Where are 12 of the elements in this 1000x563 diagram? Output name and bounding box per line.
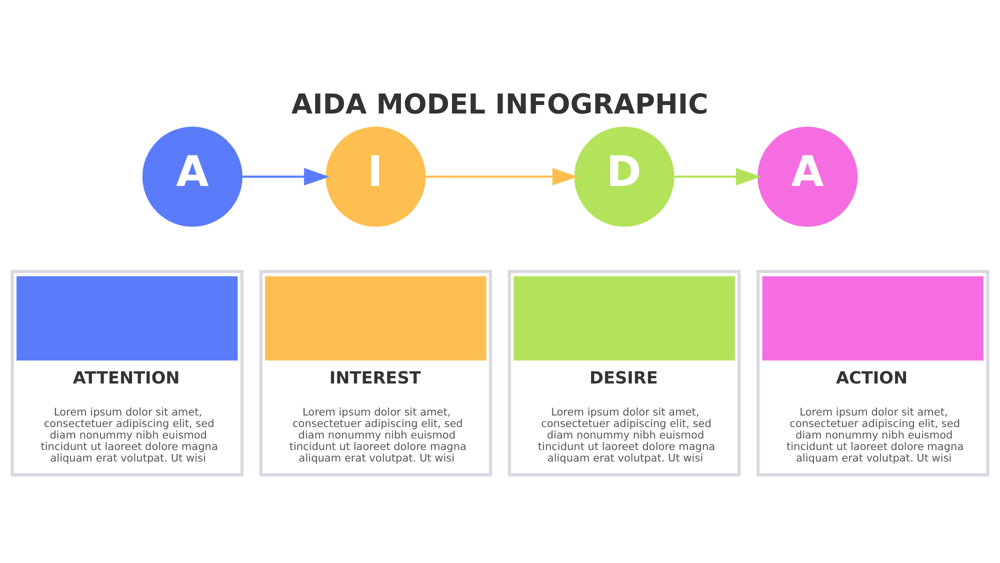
- node-box: ATTENTION Lorem ipsum dolor sit amet, consectetuer adipiscing elit, sed diam nonummy nibh euismod tincidunt ut laoreet dolore magna aliquam erat volutpat. Ut wisi: [10, 270, 244, 476]
- node-circle: D: [574, 126, 674, 227]
- arrow: [674, 168, 762, 186]
- arrow: [242, 168, 330, 186]
- node-circle: A: [758, 126, 858, 227]
- node-box: INTEREST Lorem ipsum dolor sit amet, consectetuer adipiscing elit, sed diam nonummy nibh euismod tincidunt ut laoreet dolore magna aliquam erat volutpat. Ut wisi: [259, 270, 492, 476]
- node-circle: A: [142, 126, 242, 227]
- arrow: [425, 168, 578, 186]
- node-box: ACTION Lorem ipsum dolor sit amet, consectetuer adipiscing elit, sed diam nonummy nibh euismod tincidunt ut laoreet dolore magna aliquam erat volutpat. Ut wisi: [756, 270, 990, 476]
- node-box: DESIRE Lorem ipsum dolor sit amet, consectetuer adipiscing elit, sed diam nonummy nibh euismod tincidunt ut laoreet dolore magna aliquam erat volutpat. Ut wisi: [508, 270, 741, 476]
- diagram-title: AIDA MODEL INFOGRAPHIC: [291, 89, 708, 120]
- node-circle: I: [326, 126, 426, 227]
